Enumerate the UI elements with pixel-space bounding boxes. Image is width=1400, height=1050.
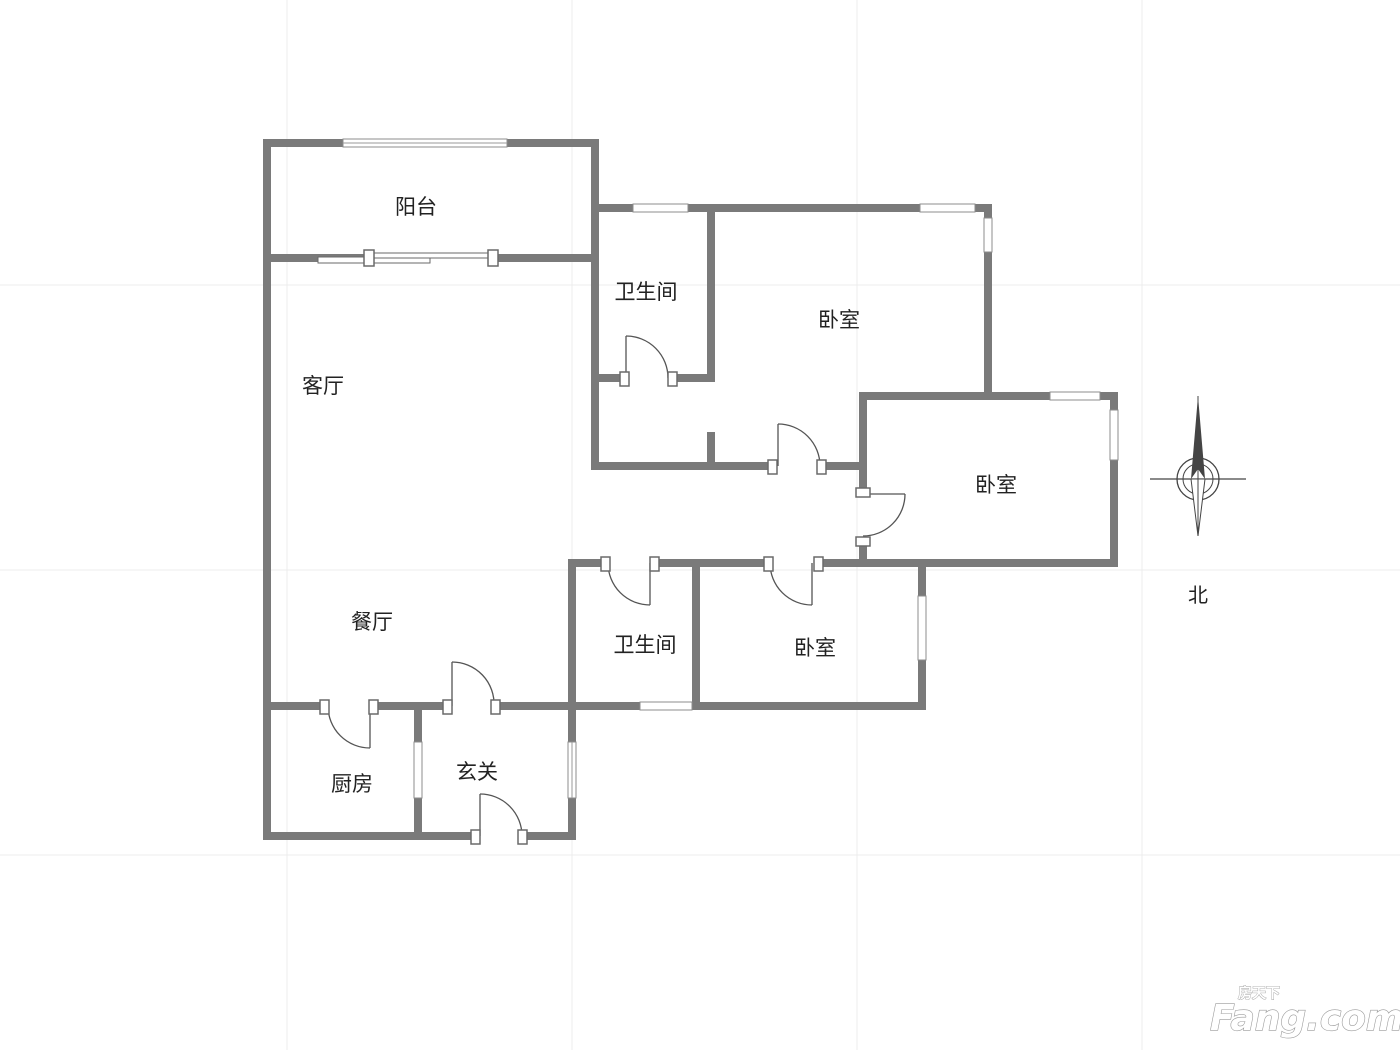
label-bathroom-1: 卫生间 (615, 280, 678, 304)
label-bedroom-2: 卧室 (975, 473, 1017, 497)
label-entrance: 玄关 (456, 760, 498, 784)
watermark-small-text: 房天下 (1238, 985, 1280, 1002)
watermark-main-text: Fang.com (1210, 998, 1400, 1039)
label-bedroom-3: 卧室 (794, 636, 836, 660)
window-bathroom-2 (639, 701, 693, 711)
label-kitchen: 厨房 (331, 772, 373, 796)
window-bathroom-1 (632, 203, 689, 213)
compass-north-arrow-icon (1150, 396, 1246, 537)
window-bedroom-1-side (983, 217, 993, 253)
door-entrance-dining[interactable] (442, 661, 501, 715)
windows (342, 138, 1119, 799)
label-bathroom-2: 卫生间 (614, 633, 677, 657)
label-dining-room: 餐厅 (351, 610, 393, 634)
watermark-logo: 房天下 Fang.com (1209, 985, 1400, 1040)
room-labels: 阳台 卫生间 卧室 客厅 卧室 餐厅 卫生间 卧室 厨房 玄关 (302, 195, 1017, 796)
window-bedroom-1-top (919, 203, 976, 213)
door-main-entry[interactable] (470, 793, 528, 845)
door-bathroom-2[interactable] (600, 556, 660, 606)
window-bedroom-3 (917, 595, 927, 661)
window-bedroom-2-side (1109, 409, 1119, 461)
door-bedroom-2[interactable] (855, 487, 906, 547)
door-bedroom-1[interactable] (767, 423, 827, 475)
label-bedroom-1: 卧室 (818, 308, 860, 332)
label-balcony: 阳台 (395, 195, 437, 219)
label-living-room: 客厅 (302, 374, 344, 398)
compass-north-label: 北 (1188, 583, 1208, 607)
door-bathroom-1[interactable] (619, 335, 678, 387)
window-kitchen (413, 741, 423, 799)
door-bedroom-3[interactable] (763, 556, 824, 606)
sliding-door-balcony[interactable] (317, 249, 499, 267)
door-kitchen[interactable] (319, 699, 379, 749)
window-bedroom-2-top (1049, 391, 1101, 401)
